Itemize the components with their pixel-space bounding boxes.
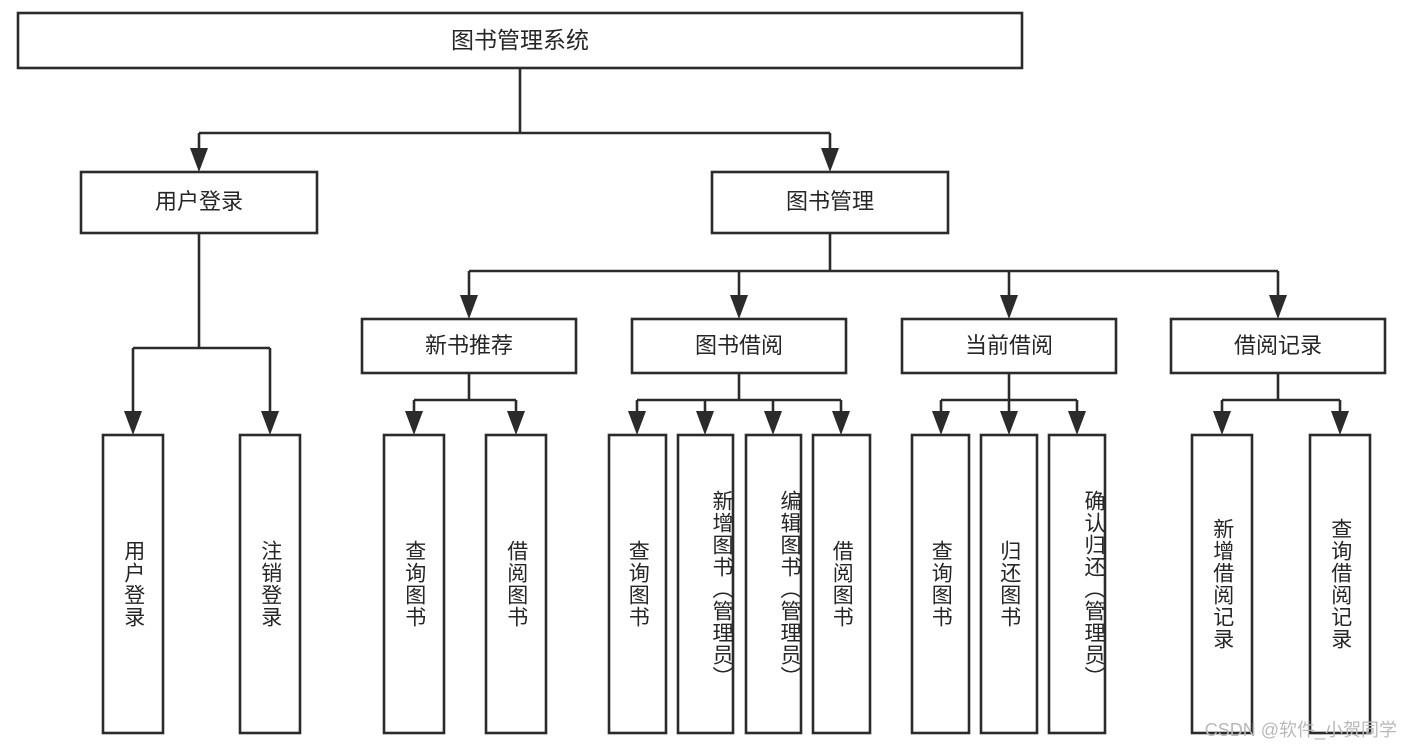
leaf-box-borrow-book-1[interactable] bbox=[484, 433, 548, 735]
arrow-head-book-manage bbox=[821, 148, 839, 172]
node-user-login[interactable]: 用户登录 bbox=[79, 170, 319, 235]
node-user-login-box[interactable] bbox=[79, 170, 319, 235]
node-book-borrow-label: 图书借阅 bbox=[695, 333, 783, 358]
node-root-box[interactable] bbox=[16, 11, 1024, 70]
node-current-borrow-box[interactable] bbox=[900, 317, 1118, 375]
leaf-box-edit-book[interactable] bbox=[744, 433, 803, 735]
arrow-head-leaf-logout bbox=[261, 411, 279, 435]
node-root-label: 图书管理系统 bbox=[451, 27, 589, 53]
leaf-box-user-login[interactable] bbox=[101, 433, 165, 735]
arrow-head-leaf-query-book-3 bbox=[932, 411, 950, 435]
node-book-borrow-box[interactable] bbox=[630, 317, 848, 375]
node-current-borrow[interactable]: 当前借阅 bbox=[900, 317, 1118, 375]
csdn-watermark: CSDN @软件_小贺同学 bbox=[1204, 720, 1397, 740]
connector-current-borrow-to-leaves bbox=[932, 373, 1086, 435]
arrow-head-user-login bbox=[190, 148, 208, 172]
connector-new-book-rec-to-leaves bbox=[405, 373, 525, 435]
leaf-box-query-book-3[interactable] bbox=[910, 433, 971, 735]
arrow-head-leaf-query-book-2 bbox=[628, 411, 646, 435]
arrow-head-leaf-user-login bbox=[124, 411, 142, 435]
node-borrow-record[interactable]: 借阅记录 bbox=[1169, 317, 1387, 375]
arrow-head-current-borrow bbox=[1000, 295, 1018, 319]
node-new-book-rec[interactable]: 新书推荐 bbox=[360, 317, 578, 375]
leaf-box-query-book-2[interactable] bbox=[607, 433, 668, 735]
leaf-box-logout[interactable] bbox=[238, 433, 302, 735]
arrow-head-leaf-query-record bbox=[1331, 411, 1349, 435]
node-new-book-rec-label: 新书推荐 bbox=[425, 333, 513, 358]
leaf-box-add-record[interactable] bbox=[1190, 433, 1254, 735]
arrow-head-leaf-confirm-return bbox=[1068, 411, 1086, 435]
connector-user-login-to-leaves bbox=[124, 233, 279, 435]
node-new-book-rec-box[interactable] bbox=[360, 317, 578, 375]
node-borrow-record-box[interactable] bbox=[1169, 317, 1387, 375]
connector-book-manage-to-level3 bbox=[460, 233, 1287, 319]
node-borrow-record-label: 借阅记录 bbox=[1234, 333, 1322, 358]
connector-borrow-record-to-leaves bbox=[1213, 373, 1349, 435]
leaf-box-return-book[interactable] bbox=[979, 433, 1039, 735]
arrow-head-borrow-record bbox=[1269, 295, 1287, 319]
node-user-login-label: 用户登录 bbox=[155, 189, 243, 214]
leaf-box-add-book[interactable] bbox=[676, 433, 735, 735]
arrow-head-leaf-borrow-book-1 bbox=[507, 411, 525, 435]
leaf-box-borrow-book-2[interactable] bbox=[811, 433, 872, 735]
node-book-borrow[interactable]: 图书借阅 bbox=[630, 317, 848, 375]
arrow-head-new-book-rec bbox=[460, 295, 478, 319]
arrow-head-leaf-query-book-1 bbox=[405, 411, 423, 435]
arrow-head-leaf-borrow-book-2 bbox=[832, 411, 850, 435]
arrow-head-leaf-add-book bbox=[696, 411, 714, 435]
node-book-manage[interactable]: 图书管理 bbox=[710, 170, 950, 235]
node-root[interactable]: 图书管理系统 bbox=[16, 11, 1024, 70]
leaf-box-query-book-1[interactable] bbox=[382, 433, 446, 735]
arrow-head-book-borrow bbox=[730, 295, 748, 319]
leaf-box-confirm-return[interactable] bbox=[1047, 433, 1107, 735]
leaf-box-query-record[interactable] bbox=[1308, 433, 1372, 735]
arrow-head-leaf-add-record bbox=[1213, 411, 1231, 435]
node-book-manage-box[interactable] bbox=[710, 170, 950, 235]
connector-book-borrow-to-leaves bbox=[628, 373, 850, 435]
arrow-head-leaf-edit-book bbox=[764, 411, 782, 435]
connector-root-to-level2 bbox=[190, 68, 839, 172]
node-book-manage-label: 图书管理 bbox=[786, 189, 874, 214]
arrow-head-leaf-return-book bbox=[1000, 411, 1018, 435]
node-current-borrow-label: 当前借阅 bbox=[965, 333, 1053, 358]
